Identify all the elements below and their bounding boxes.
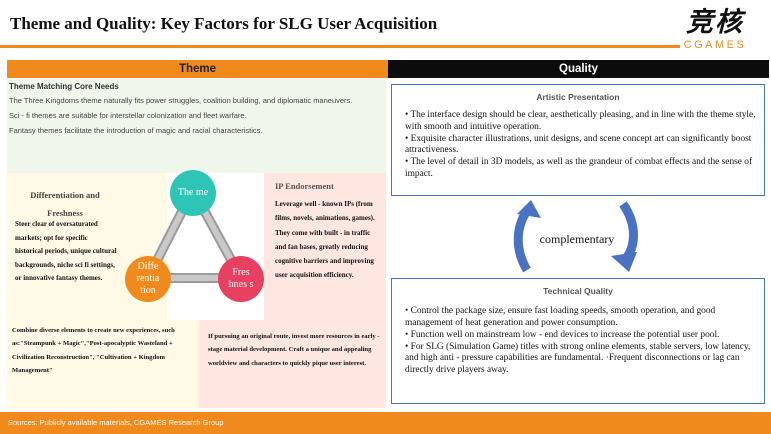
theme-core-needs-panel: Theme Matching Core Needs The Three King…: [7, 79, 386, 173]
core-need-item: Fantasy themes facilitate the introducti…: [9, 126, 263, 135]
artistic-presentation-box: Artistic Presentation • The interface de…: [391, 84, 765, 196]
core-need-item: The Three Kingdoms theme naturally fits …: [9, 96, 353, 105]
original-route-panel: [199, 320, 386, 408]
source-footer: Sources: Publicly available materials, C…: [0, 412, 771, 434]
core-need-item: Sci - fi themes are suitable for interst…: [9, 111, 247, 120]
technical-item: • Function well on mainstream low - end …: [405, 329, 720, 340]
artistic-item: • Exquisite character illustrations, uni…: [405, 133, 752, 156]
theme-column-header: Theme: [7, 60, 388, 78]
differentiation-title: Differentiation and Freshness: [30, 190, 100, 218]
combine-elements-text: Combine diverse elements to create new e…: [12, 327, 175, 375]
artistic-presentation-title: Artistic Presentation: [536, 92, 620, 102]
freshness-circle: Fres hnes s: [218, 256, 264, 302]
combine-elements-panel: [7, 320, 199, 408]
complementary-label: complementary: [531, 228, 623, 250]
theme-circle: The me: [170, 170, 216, 216]
technical-item: • For SLG (Simulation Game) titles with …: [405, 341, 751, 375]
ip-endorsement-text: Leverage well - known IPs (from films, n…: [275, 200, 375, 280]
artistic-item: • The interface design should be clear, …: [405, 110, 756, 132]
cgames-logo: 竞核 CGAMES: [673, 6, 757, 56]
theme-triangle-connector: [143, 185, 246, 283]
title-underline: [0, 45, 680, 48]
ip-endorsement-title: IP Endorsement: [275, 181, 334, 191]
quality-column-header: Quality: [388, 60, 769, 78]
page-title: Theme and Quality: Key Factors for SLG U…: [10, 14, 438, 33]
technical-item: • Control the package size, ensure fast …: [405, 306, 716, 328]
cycle-arrows-icon: [513, 200, 638, 273]
differentiation-circle: Diffe rentia tion: [125, 256, 171, 302]
technical-quality-title: Technical Quality: [543, 286, 613, 296]
artistic-item: • The level of detail in 3D models, as w…: [405, 157, 753, 179]
logo-english-text: CGAMES: [683, 39, 747, 51]
original-route-text: If pursuing an original route, invest mo…: [208, 333, 380, 367]
differentiation-text: Steer clear of oversaturated markets; op…: [15, 220, 117, 282]
technical-quality-box: Technical Quality • Control the package …: [391, 278, 765, 404]
logo-chinese-text: 竞核: [686, 7, 744, 38]
ip-endorsement-panel: [264, 173, 386, 320]
core-needs-title: Theme Matching Core Needs: [9, 82, 119, 91]
